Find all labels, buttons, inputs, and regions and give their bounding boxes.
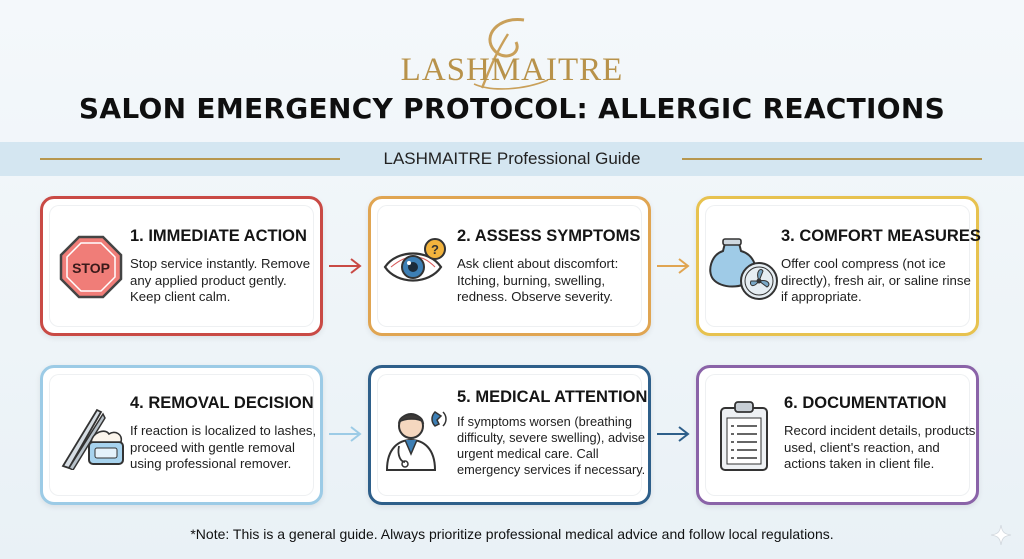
svg-text:?: ?: [431, 242, 439, 257]
eye-question-icon: ?: [383, 238, 446, 282]
logo-text: LASHMAITRE: [400, 52, 624, 88]
arrow-right-icon: [657, 258, 690, 274]
step-body-3: Offer cool compress (not ice directly), …: [781, 256, 971, 304]
step-body-4: If reaction is localized to lashes, proc…: [130, 423, 317, 471]
divider-left: [40, 158, 340, 160]
step-card-2: ? 2. ASSESS SYMPTOMS Ask client about di…: [368, 196, 651, 336]
sparkle-icon: [990, 524, 1012, 546]
stop-label: STOP: [72, 260, 110, 276]
subtitle-band: LASHMAITRE Professional Guide: [0, 142, 1024, 176]
arrow-right-icon: [329, 426, 362, 442]
divider-right: [682, 158, 982, 160]
tweezers-cream-icon: [61, 408, 124, 470]
logo-flourish-icon: [473, 18, 549, 90]
step-body-6: Record incident details, products used, …: [784, 423, 976, 471]
step-title-6: 6. DOCUMENTATION: [784, 394, 947, 412]
step-body-2: Ask client about discomfort: Itching, bu…: [457, 256, 619, 304]
step-title-5: 5. MEDICAL ATTENTION: [457, 388, 648, 406]
page-subtitle: LASHMAITRE Professional Guide: [383, 149, 641, 168]
step-title-3: 3. COMFORT MEASURES: [781, 227, 981, 245]
stop-sign-icon: STOP: [59, 235, 123, 299]
step-body-1: Stop service instantly. Remove any appli…: [130, 256, 311, 304]
step-title-2: 2. ASSESS SYMPTOMS: [457, 227, 641, 245]
step-card-6: 6. DOCUMENTATION Record incident details…: [696, 365, 979, 505]
clipboard-icon: [720, 401, 768, 471]
arrow-right-icon: [657, 426, 690, 442]
step-title-4: 4. REMOVAL DECISION: [130, 394, 314, 412]
doctor-phone-icon: [385, 411, 447, 471]
step-title-1: 1. IMMEDIATE ACTION: [130, 227, 307, 245]
footer-note: *Note: This is a general guide. Always p…: [190, 526, 834, 542]
step-card-4: 4. REMOVAL DECISION If reaction is local…: [40, 365, 323, 505]
page-title: SALON EMERGENCY PROTOCOL: ALLERGIC REACT…: [78, 92, 946, 125]
step-body-5: If symptoms worsen (breathing difficulty…: [457, 414, 646, 477]
step-card-3: 3. COMFORT MEASURES Offer cool compress …: [696, 196, 981, 336]
arrow-right-icon: [329, 258, 362, 274]
step-card-1: STOP 1. IMMEDIATE ACTION Stop service in…: [40, 196, 323, 336]
ice-pack-fan-icon: [709, 238, 778, 300]
step-card-5: 5. MEDICAL ATTENTION If symptoms worsen …: [368, 365, 651, 505]
brand-logo: LASHMAITRE: [0, 14, 1024, 90]
